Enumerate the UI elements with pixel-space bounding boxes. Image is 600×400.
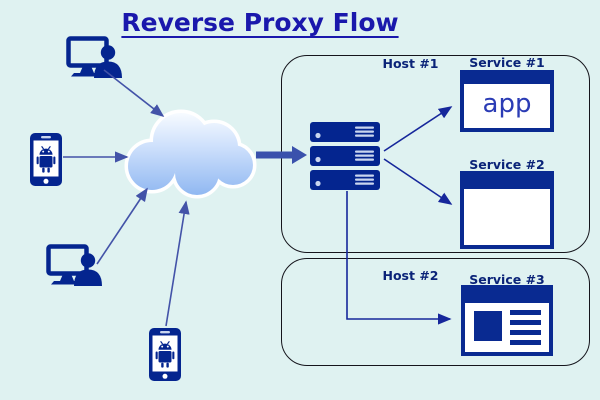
host1-label: Host #1 bbox=[382, 56, 439, 71]
app-text: app bbox=[482, 89, 532, 119]
desktop-user-icon bbox=[49, 247, 103, 287]
host2-label: Host #2 bbox=[382, 268, 439, 283]
client-arrow bbox=[103, 69, 165, 117]
window-titlebar bbox=[464, 175, 550, 189]
client-arrow bbox=[165, 200, 190, 327]
cloud-to-proxy-arrow bbox=[256, 146, 307, 164]
server-stack-icon bbox=[310, 122, 380, 190]
text-line bbox=[510, 340, 541, 345]
text-line bbox=[510, 330, 541, 335]
page-title: Reverse Proxy Flow bbox=[121, 8, 399, 37]
window-titlebar bbox=[464, 74, 550, 84]
proxy-to-service3-arrow bbox=[346, 191, 452, 325]
window-titlebar bbox=[465, 289, 549, 303]
service2-label: Service #2 bbox=[469, 157, 545, 172]
client-arrow bbox=[96, 187, 148, 265]
service2-blank-window bbox=[460, 171, 554, 249]
cloud-icon bbox=[124, 109, 257, 199]
proxy-to-service2-arrow bbox=[383, 158, 453, 205]
service1-label: Service #1 bbox=[469, 55, 545, 70]
smartphone-android-icon bbox=[148, 327, 182, 382]
service1-app-window: app bbox=[460, 70, 554, 132]
host2-box bbox=[281, 258, 590, 366]
text-line bbox=[510, 320, 541, 325]
proxy-to-service1-arrow bbox=[383, 106, 453, 152]
service3-article-window bbox=[461, 285, 553, 356]
article-thumbnail bbox=[474, 311, 502, 341]
service3-label: Service #3 bbox=[469, 272, 545, 287]
smartphone-android-icon bbox=[29, 132, 63, 187]
article-content bbox=[465, 303, 549, 366]
text-line bbox=[510, 310, 541, 315]
desktop-user-icon bbox=[69, 39, 123, 79]
